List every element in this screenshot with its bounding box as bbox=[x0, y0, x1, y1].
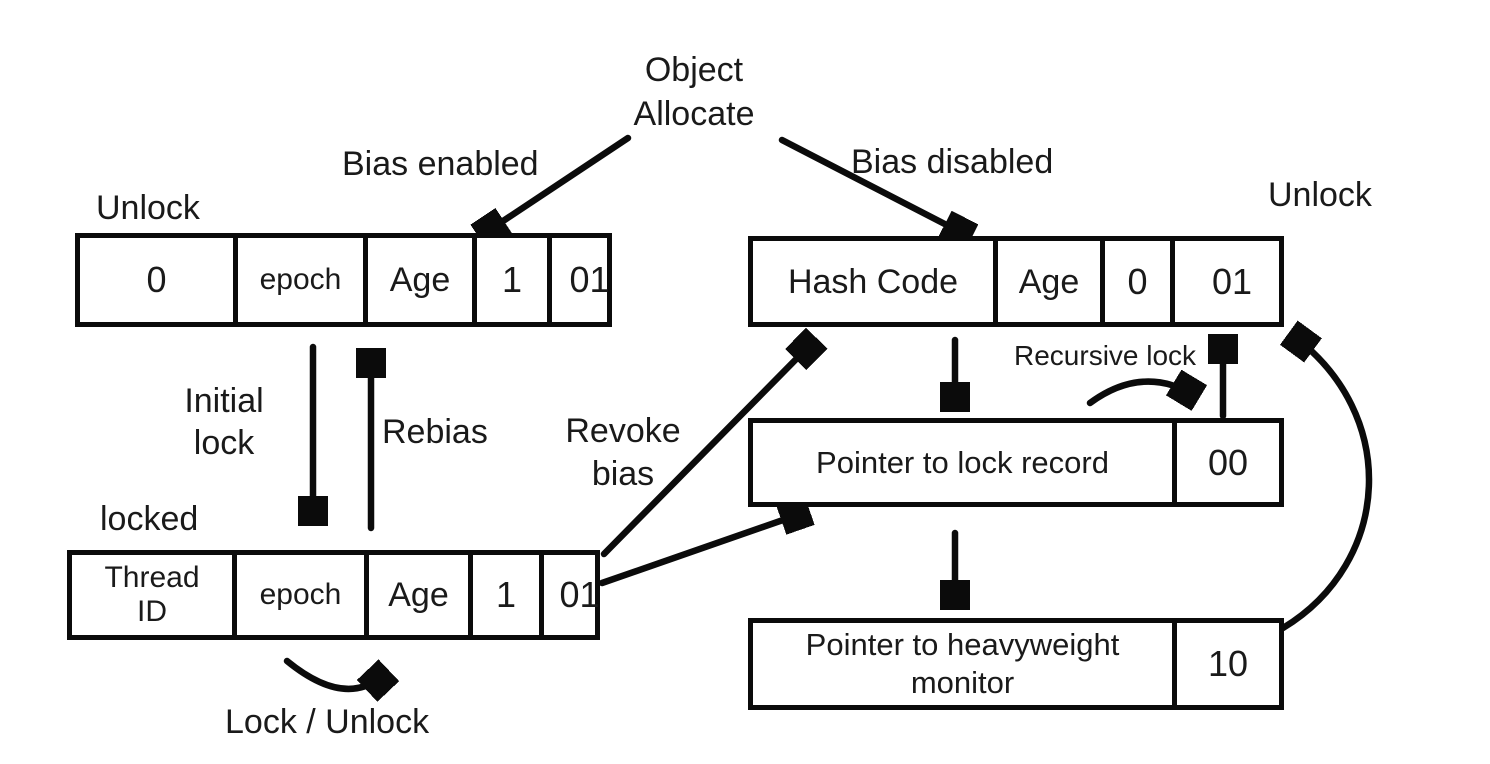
mark-word-biased-unlocked: 0 epoch Age 1 01 bbox=[75, 233, 612, 327]
cell-biased-flag: 1 bbox=[472, 238, 547, 322]
mark-word-biased-locked: Thread ID epoch Age 1 01 bbox=[67, 550, 600, 640]
cell-lock-bits: 01 bbox=[1170, 241, 1289, 322]
revoke-bias-label: Revoke bias bbox=[548, 410, 698, 496]
cell-lock-record-pointer: Pointer to lock record bbox=[816, 444, 1109, 480]
cell-lock-bits: 00 bbox=[1172, 423, 1279, 502]
cell-lock-bits: 01 bbox=[539, 555, 615, 635]
object-allocate-label: Object Allocate bbox=[594, 48, 794, 136]
cell-bias-thread-empty: 0 bbox=[146, 259, 167, 300]
cell-thread-id-text: Thread ID bbox=[104, 561, 200, 628]
object-allocate-line2: Allocate bbox=[633, 95, 755, 133]
initial-lock-line2: lock bbox=[193, 424, 255, 462]
arrow-recursive-lock-swoosh bbox=[1086, 382, 1196, 403]
cell-lock-bits: 01 bbox=[547, 238, 627, 322]
arrow-unlock-curve bbox=[1279, 335, 1373, 632]
state-label-biased-unlock: Unlock bbox=[96, 189, 200, 227]
cell-thread-id: Thread ID bbox=[72, 555, 232, 635]
object-allocate-line1: Object bbox=[644, 51, 744, 89]
initial-lock-label: Initial lock bbox=[148, 380, 300, 464]
cell-epoch: epoch bbox=[233, 238, 363, 322]
arrow-lock-unlock-swoosh bbox=[283, 657, 386, 689]
state-label-biased-locked: locked bbox=[100, 500, 199, 538]
state-label-unbiased-unlock: Unlock bbox=[1268, 176, 1372, 214]
bias-disabled-label: Bias disabled bbox=[851, 143, 1054, 181]
cell-biased-flag: 1 bbox=[468, 555, 539, 635]
cell-age: Age bbox=[993, 241, 1100, 322]
cell-hash-code: Hash Code bbox=[787, 262, 959, 301]
rebias-label: Rebias bbox=[382, 413, 488, 451]
arrow-revoke-bias-to-lock-record bbox=[598, 512, 806, 587]
revoke-bias-line1: Revoke bbox=[565, 412, 681, 450]
mark-word-unbiased-unlocked: Hash Code Age 0 01 bbox=[748, 236, 1284, 327]
cell-age: Age bbox=[363, 238, 472, 322]
mark-word-heavyweight-locked: Pointer to heavyweight monitor 10 bbox=[748, 618, 1284, 710]
cell-epoch: epoch bbox=[232, 555, 364, 635]
cell-age: Age bbox=[364, 555, 468, 635]
revoke-bias-line2: bias bbox=[591, 455, 655, 493]
cell-biased-flag: 0 bbox=[1100, 241, 1170, 322]
cell-monitor-pointer-text: Pointer to heavyweight monitor bbox=[805, 627, 1120, 700]
initial-lock-line1: Initial bbox=[184, 382, 264, 420]
mark-word-lightweight-locked: Pointer to lock record 00 bbox=[748, 418, 1284, 507]
cell-monitor-pointer: Pointer to heavyweight monitor bbox=[753, 623, 1172, 705]
recursive-lock-label: Recursive lock bbox=[1014, 340, 1197, 371]
cell-lock-bits: 10 bbox=[1172, 623, 1279, 705]
bias-enabled-label: Bias enabled bbox=[342, 145, 539, 183]
lock-unlock-label: Lock / Unlock bbox=[225, 703, 430, 741]
